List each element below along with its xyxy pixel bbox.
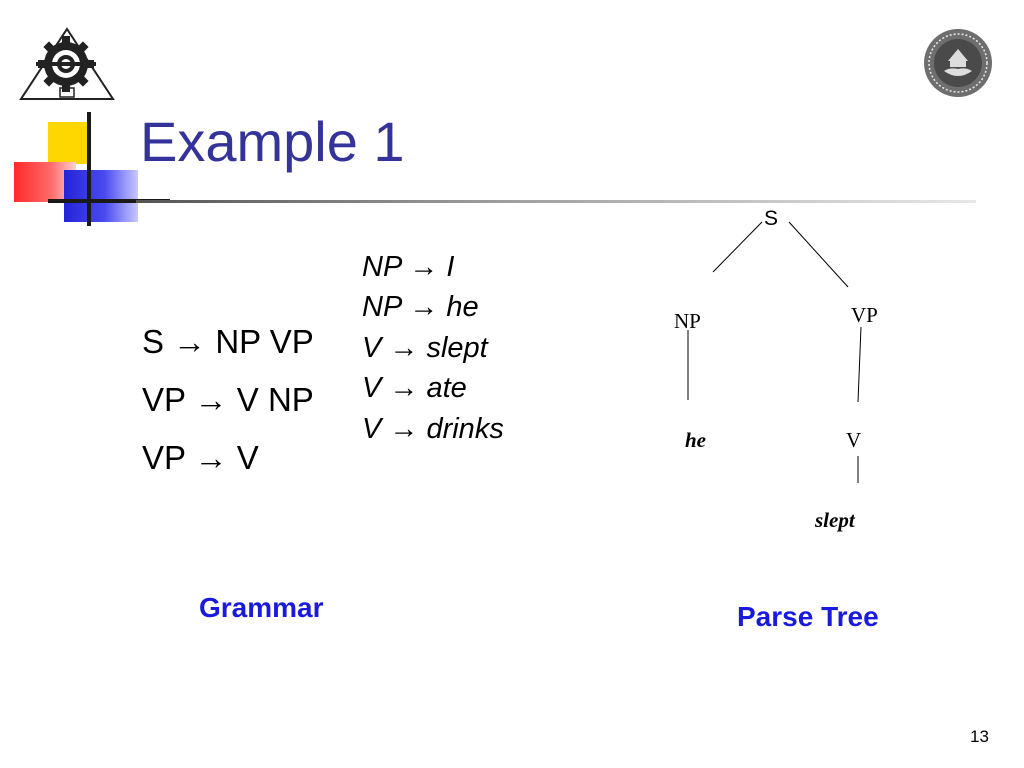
tree-leaf-slept: slept	[815, 508, 855, 532]
grammar-rule: S → NP VP	[142, 323, 314, 360]
edge-s-np	[712, 221, 763, 273]
grammar-rule: VP → V	[142, 439, 259, 476]
lexical-rule: V → ate	[362, 372, 467, 404]
horizontal-accent-line	[48, 199, 170, 203]
page-number: 13	[970, 727, 989, 746]
grammar-rule: VP → V NP	[142, 381, 314, 418]
edge-s-vp	[788, 221, 849, 288]
grammar-caption: Grammar	[199, 592, 324, 623]
tree-node-v: V	[846, 428, 862, 452]
gear-emblem-logo	[19, 27, 115, 100]
blue-accent-square	[64, 170, 138, 222]
lexical-rule: V → slept	[362, 332, 488, 364]
vertical-accent-line	[87, 112, 91, 226]
tree-node-np: NP	[674, 309, 701, 333]
tree-leaf-he: he	[685, 428, 706, 452]
tree-node-s: S	[764, 207, 779, 230]
edge-vp-v	[857, 326, 862, 403]
parse-tree-caption: Parse Tree	[737, 601, 879, 632]
yellow-accent-square	[48, 122, 90, 164]
lexical-rule: V → drinks	[362, 413, 504, 445]
slide-title: Example 1	[140, 110, 405, 173]
lexical-rule: NP → he	[362, 291, 479, 323]
tree-node-vp: VP	[851, 303, 878, 327]
lexical-rule: NP → I	[362, 251, 455, 283]
university-seal-logo	[924, 29, 992, 97]
title-underline	[136, 200, 976, 203]
